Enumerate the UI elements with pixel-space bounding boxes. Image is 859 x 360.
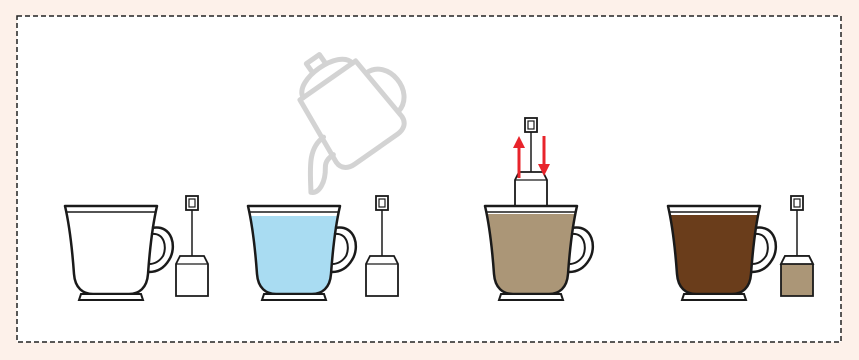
diagram-canvas — [0, 0, 859, 360]
tea-steps-diagram — [0, 0, 859, 360]
